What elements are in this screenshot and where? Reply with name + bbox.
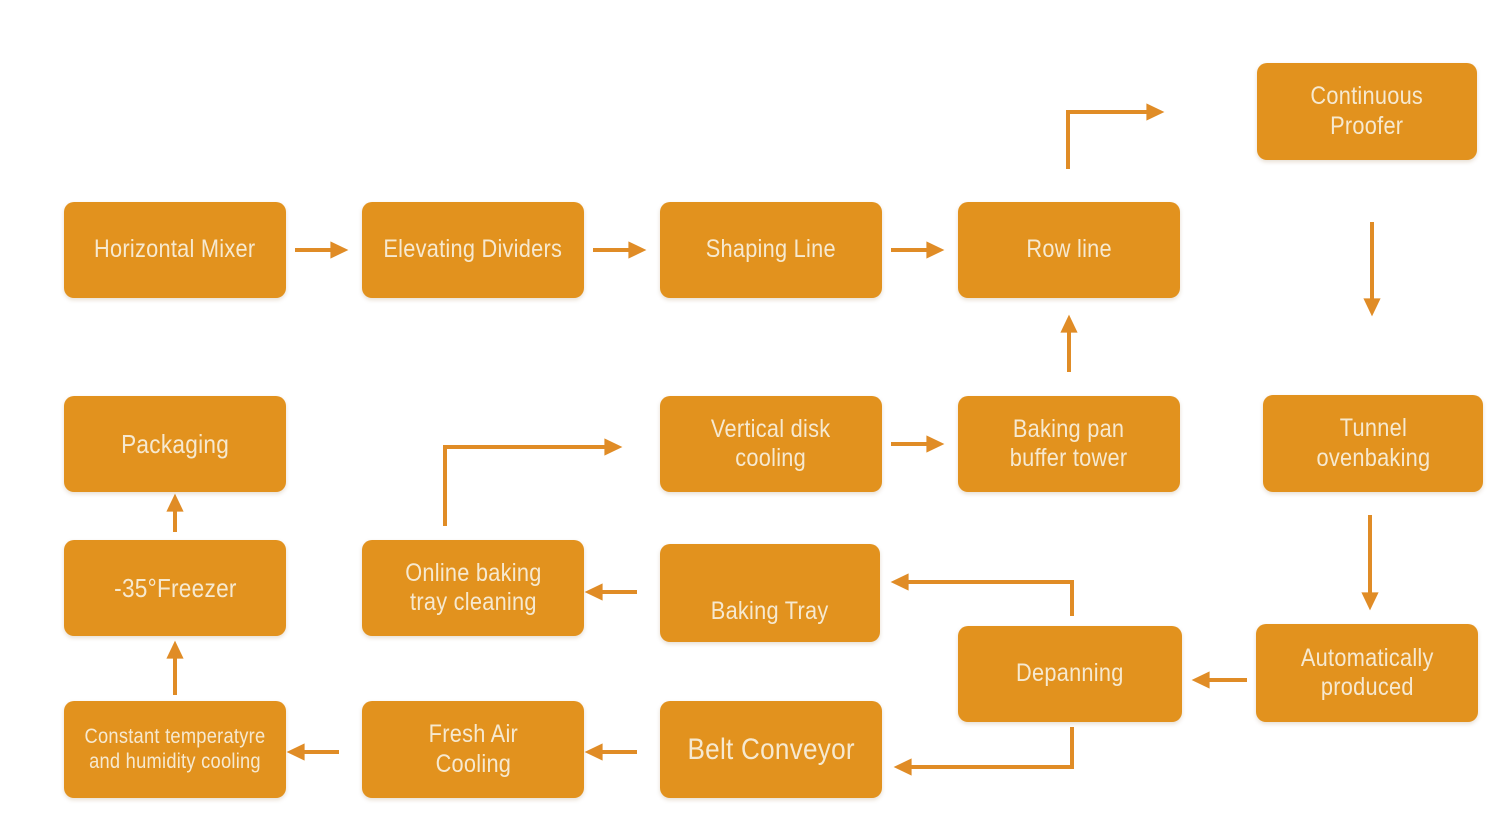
node-label: Baking Tray [711,596,829,625]
node-tunnel-ovenbaking: Tunnel ovenbaking [1263,395,1483,492]
node-automatically-produced: Automatically produced [1256,624,1478,722]
node-label: Horizontal Mixer [94,235,256,264]
node-packaging: Packaging [64,396,286,492]
edge-online-baking-tray-cleaning-to-vertical-disk-cooling [443,438,623,526]
node-vertical-disk-cooling: Vertical disk cooling [660,396,882,492]
node-label: Fresh Air Cooling [428,720,518,778]
node-label: Shaping Line [705,235,837,264]
node-online-baking-tray-cleaning: Online baking tray cleaning [362,540,584,636]
node-baking-pan-buffer-tower: Baking pan buffer tower [958,396,1180,492]
node-row-line: Row line [958,202,1180,298]
node-label: Automatically produced [1300,643,1434,702]
node-freezer: -35°Freezer [64,540,286,636]
node-horizontal-mixer: Horizontal Mixer [64,202,286,298]
node-label: Row line [1026,235,1112,264]
node-shaping-line: Shaping Line [660,202,882,298]
edge-row-line-to-continuous-proofer [1066,103,1165,169]
node-label: Baking pan buffer tower [1010,414,1128,473]
node-label: Packaging [121,428,229,459]
node-fresh-air-cooling: Fresh Air Cooling [362,701,584,798]
node-continuous-proofer: Continuous Proofer [1257,63,1477,160]
edge-depanning-to-belt-conveyor [893,727,1074,776]
edge-depanning-to-baking-tray [890,573,1074,616]
node-label: Vertical disk cooling [711,414,831,473]
node-label: Continuous Proofer [1310,82,1424,140]
node-depanning: Depanning [958,626,1182,722]
node-label: Constant temperatyre and humidity coolin… [84,724,266,773]
node-label: Online baking tray cleaning [404,558,542,617]
node-label: Tunnel ovenbaking [1316,414,1430,472]
node-label: Depanning [1016,659,1124,688]
node-baking-tray: Baking Tray [660,544,880,642]
node-elevating-dividers: Elevating Dividers [362,202,584,298]
node-label: Elevating Dividers [383,235,563,264]
node-label: -35°Freezer [113,572,237,603]
node-constant-temperature-cooling: Constant temperatyre and humidity coolin… [64,701,286,798]
node-belt-conveyor: Belt Conveyor [660,701,882,798]
node-label: Belt Conveyor [687,732,855,766]
